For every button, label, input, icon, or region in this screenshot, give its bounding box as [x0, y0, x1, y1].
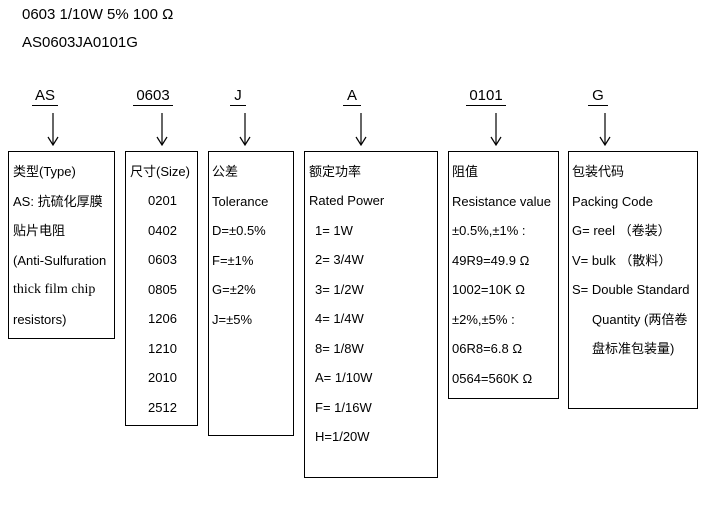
- tolerance-line: J=±5%: [212, 312, 253, 327]
- packing-line: V= bulk （散料）: [572, 253, 672, 268]
- power-item: H=1/20W: [315, 429, 370, 444]
- arrow-down-icon: [239, 113, 251, 146]
- tolerance-line: Tolerance: [212, 194, 269, 209]
- tolerance-title: 公差: [212, 164, 239, 179]
- resistance-line: ±0.5%,±1% :: [452, 223, 526, 238]
- resistance-line: ±2%,±5% :: [452, 312, 515, 327]
- code-type: AS: [32, 87, 58, 106]
- header-line-2: AS0603JA0101G: [22, 34, 138, 51]
- resistance-box: [448, 151, 559, 399]
- resistance-line: 49R9=49.9 Ω: [452, 253, 530, 268]
- resistance-line: 1002=10K Ω: [452, 282, 525, 297]
- packing-line: 盘标准包装量): [592, 341, 675, 356]
- arrow-down-icon: [156, 113, 168, 146]
- type-box: [8, 151, 115, 339]
- type-line: (Anti-Sulfuration: [13, 253, 107, 268]
- resistance-line: 06R8=6.8 Ω: [452, 341, 523, 356]
- type-line: resistors): [13, 312, 67, 327]
- type-line: AS: 抗硫化厚膜: [13, 194, 103, 209]
- code-size: 0603: [133, 87, 173, 106]
- size-item: 0603: [148, 252, 177, 267]
- type-line: 贴片电阻: [13, 223, 66, 238]
- size-item: 1210: [148, 341, 177, 356]
- arrow-down-icon: [490, 113, 502, 146]
- size-item: 2512: [148, 400, 177, 415]
- arrow-down-icon: [47, 113, 59, 146]
- power-line: Rated Power: [309, 193, 385, 208]
- power-item: 8= 1/8W: [315, 341, 364, 356]
- header-line-1: 0603 1/10W 5% 100 Ω: [22, 6, 174, 23]
- resistance-line: Resistance value: [452, 194, 551, 209]
- power-box: [304, 151, 438, 478]
- packing-line: Quantity (两倍卷: [592, 312, 688, 327]
- tolerance-line: D=±0.5%: [212, 223, 266, 238]
- size-item: 1206: [148, 311, 177, 326]
- power-item: 1= 1W: [315, 223, 353, 238]
- type-title: 类型(Type): [13, 164, 76, 179]
- code-packing: G: [588, 87, 608, 106]
- size-box: [125, 151, 198, 426]
- power-item: A= 1/10W: [315, 370, 373, 385]
- power-item: 4= 1/4W: [315, 311, 364, 326]
- tolerance-line: F=±1%: [212, 253, 254, 268]
- size-title: 尺寸(Size): [130, 164, 190, 179]
- code-resistance: 0101: [466, 87, 506, 106]
- power-item: 3= 1/2W: [315, 282, 364, 297]
- power-item: F= 1/16W: [315, 400, 372, 415]
- size-item: 2010: [148, 370, 177, 385]
- packing-line: Packing Code: [572, 194, 653, 209]
- power-item: 2= 3/4W: [315, 252, 364, 267]
- type-line: thick film chip: [13, 282, 96, 297]
- packing-box: [568, 151, 698, 409]
- code-tolerance: J: [230, 87, 246, 106]
- size-item: 0805: [148, 282, 177, 297]
- size-item: 0402: [148, 223, 177, 238]
- packing-line: S= Double Standard: [572, 282, 690, 297]
- resistance-title: 阻值: [452, 164, 479, 179]
- tolerance-box: [208, 151, 294, 436]
- power-title: 额定功率: [309, 164, 362, 179]
- arrow-down-icon: [355, 113, 367, 146]
- tolerance-line: G=±2%: [212, 282, 256, 297]
- size-item: 0201: [148, 193, 177, 208]
- resistance-line: 0564=560K Ω: [452, 371, 533, 386]
- packing-line: G= reel （卷装）: [572, 223, 671, 238]
- code-power: A: [343, 87, 361, 106]
- arrow-down-icon: [599, 113, 611, 146]
- packing-title: 包装代码: [572, 164, 625, 179]
